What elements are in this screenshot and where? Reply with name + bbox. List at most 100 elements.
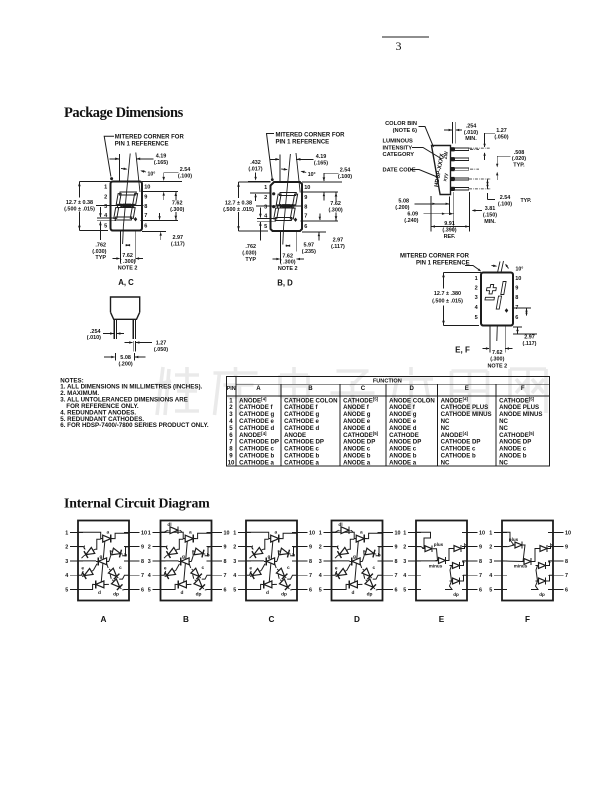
svg-text:NOTE 2: NOTE 2 [278, 266, 298, 272]
svg-text:dp: dp [196, 592, 202, 598]
svg-text:MITERED CORNER FOR: MITERED CORNER FOR [400, 254, 470, 260]
svg-text:10°: 10° [516, 267, 524, 273]
svg-text:xyy: xyy [442, 172, 449, 181]
svg-text:TYP.: TYP. [521, 198, 532, 204]
svg-text:ANODE e: ANODE e [343, 418, 371, 425]
svg-text:ANODE DP: ANODE DP [389, 439, 421, 446]
svg-text:2.54: 2.54 [340, 167, 351, 173]
svg-text:(.017): (.017) [248, 167, 262, 173]
svg-text:minus: minus [514, 563, 528, 568]
svg-text:7: 7 [565, 573, 568, 579]
svg-text:(.050): (.050) [494, 135, 508, 141]
svg-text:(.030): (.030) [92, 249, 106, 255]
svg-text:b: b [550, 543, 553, 548]
svg-text:7: 7 [395, 573, 398, 579]
svg-text:1: 1 [319, 530, 322, 536]
svg-text:ANODE[4]: ANODE[4] [239, 397, 267, 405]
svg-text:ANODE a: ANODE a [389, 459, 417, 466]
svg-text:10: 10 [304, 185, 310, 191]
svg-text:CATHODE: CATHODE [389, 432, 419, 439]
svg-text:3: 3 [264, 205, 267, 211]
svg-text:A: A [256, 385, 261, 392]
svg-text:2: 2 [104, 194, 107, 200]
svg-text:ANODE b: ANODE b [343, 453, 371, 460]
svg-text:TYP.: TYP. [513, 162, 525, 168]
svg-text:ZW: ZW [443, 151, 450, 160]
svg-text:8: 8 [479, 559, 482, 565]
svg-text:C: C [361, 385, 366, 392]
svg-text:3: 3 [396, 39, 402, 53]
svg-text:4: 4 [475, 305, 479, 311]
svg-text:f: f [83, 545, 85, 551]
svg-text:a: a [189, 531, 192, 536]
svg-text:g: g [182, 555, 185, 560]
svg-text:8: 8 [395, 559, 398, 565]
svg-text:ANODE MINUS: ANODE MINUS [499, 411, 542, 418]
svg-text:b: b [378, 553, 381, 559]
svg-text:b: b [124, 553, 127, 559]
svg-text:e: e [164, 567, 167, 572]
svg-text:2: 2 [403, 545, 406, 551]
svg-text:LUMINOUS: LUMINOUS [383, 139, 414, 145]
svg-text:(.200): (.200) [395, 205, 409, 211]
svg-text:10°: 10° [148, 172, 156, 178]
svg-text:5: 5 [475, 315, 478, 321]
svg-text:NOTE 2: NOTE 2 [118, 266, 138, 272]
svg-text:DATE CODE: DATE CODE [383, 168, 416, 174]
svg-text:ANODE: ANODE [284, 432, 306, 439]
svg-text:3: 3 [403, 559, 406, 565]
svg-text:6: 6 [395, 588, 398, 594]
svg-text:4: 4 [104, 213, 108, 219]
svg-text:5: 5 [229, 425, 233, 432]
svg-text:9: 9 [479, 545, 482, 551]
svg-text:e: e [335, 567, 338, 572]
svg-text:(.390): (.390) [442, 227, 456, 233]
svg-text:E: E [465, 385, 469, 392]
svg-text:CATHODE c: CATHODE c [441, 446, 476, 453]
svg-text:CATHODE COLON: CATHODE COLON [284, 397, 337, 404]
svg-text:2.54: 2.54 [180, 167, 191, 173]
svg-text:a: a [360, 531, 363, 536]
svg-text:(.117): (.117) [331, 244, 345, 250]
svg-text:ANODE b: ANODE b [389, 453, 417, 460]
svg-text:10: 10 [479, 530, 485, 536]
svg-text:6.09: 6.09 [407, 211, 418, 217]
svg-text:(.100): (.100) [498, 201, 512, 207]
svg-text:8: 8 [141, 559, 144, 565]
svg-text:3: 3 [475, 295, 478, 301]
svg-text:c: c [202, 566, 205, 571]
svg-text:2: 2 [233, 545, 236, 551]
svg-text:10: 10 [565, 530, 571, 536]
svg-text:3: 3 [233, 559, 236, 565]
svg-text:f: f [166, 545, 168, 551]
svg-text:10: 10 [515, 276, 521, 282]
svg-text:MITERED CORNER FOR: MITERED CORNER FOR [115, 134, 185, 140]
svg-text:8: 8 [144, 204, 147, 210]
svg-text:(.500 ± .015): (.500 ± .015) [223, 207, 254, 213]
svg-text:MITERED CORNER FOR: MITERED CORNER FOR [276, 133, 346, 139]
svg-text:8: 8 [229, 446, 233, 453]
svg-text:1: 1 [65, 530, 68, 536]
svg-text:c: c [373, 566, 376, 571]
svg-text:7.62: 7.62 [122, 253, 133, 259]
svg-text:MIN.: MIN. [465, 136, 477, 142]
svg-text:e: e [249, 567, 252, 572]
svg-text:1: 1 [229, 397, 233, 404]
svg-text:4: 4 [264, 214, 268, 220]
svg-text:7.62: 7.62 [172, 201, 183, 207]
svg-text:1: 1 [489, 530, 492, 536]
svg-text:10: 10 [144, 185, 150, 191]
svg-text:.762: .762 [95, 243, 106, 249]
svg-text:b: b [292, 553, 295, 559]
svg-text:6: 6 [144, 224, 147, 230]
svg-text:5.08: 5.08 [120, 355, 131, 361]
svg-text:3: 3 [104, 204, 107, 210]
svg-text:NC: NC [441, 459, 450, 466]
svg-text:(.235): (.235) [302, 249, 316, 255]
svg-text:4: 4 [233, 573, 236, 579]
svg-text:PIN 1 REFERENCE: PIN 1 REFERENCE [276, 140, 330, 146]
svg-text:NC: NC [441, 425, 450, 432]
svg-text:CATHODE d: CATHODE d [284, 425, 319, 432]
svg-text:ANODE DP: ANODE DP [499, 439, 531, 446]
svg-text:6: 6 [479, 588, 482, 594]
